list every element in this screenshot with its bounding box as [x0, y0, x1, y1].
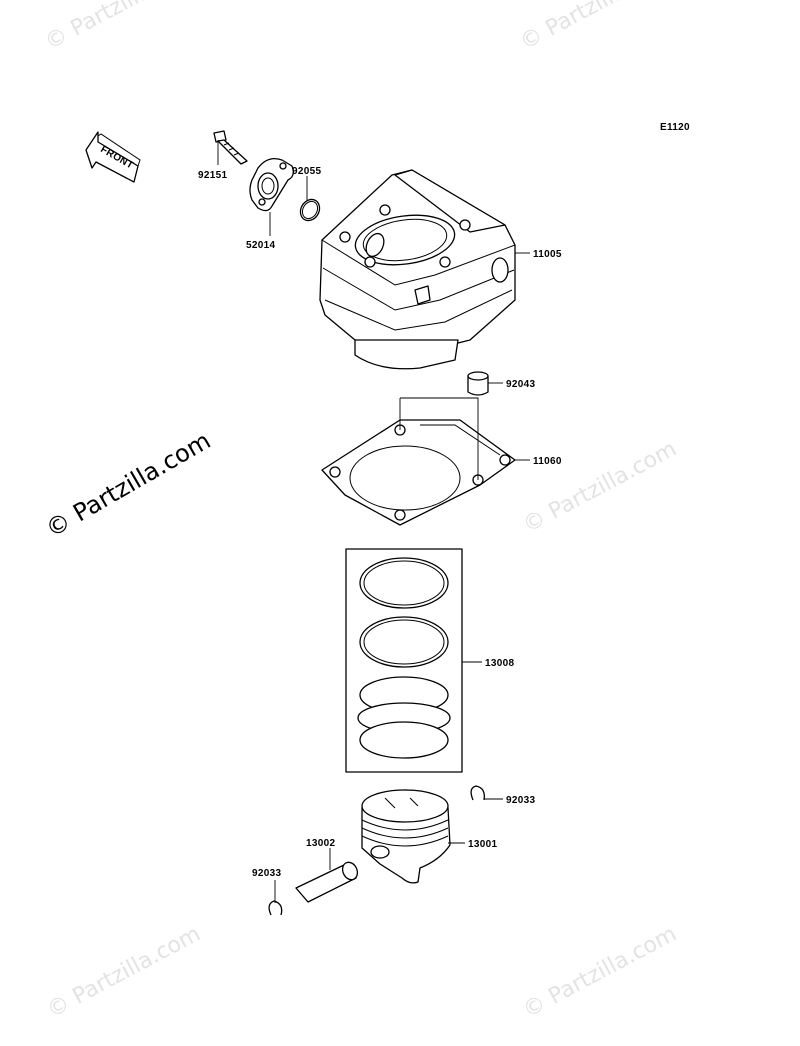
label-92151: 92151 [198, 170, 227, 181]
leader-lines [217, 140, 530, 903]
watermark-group: © Partzilla.com © Partzilla.com © Partzi… [41, 0, 681, 1023]
watermark-mid-right: © Partzilla.com [519, 437, 681, 539]
bolt-part [213, 130, 248, 165]
watermark-top-right: © Partzilla.com [516, 0, 678, 55]
water-outlet-part [249, 157, 294, 212]
label-13008: 13008 [485, 658, 514, 669]
circlip-left-part [268, 900, 283, 916]
dowel-pin-part [467, 371, 489, 396]
label-92055: 92055 [292, 166, 321, 177]
piston-pin-part [295, 861, 359, 903]
label-52014: 52014 [246, 240, 275, 251]
watermark-bottom-right: © Partzilla.com [519, 922, 681, 1024]
diagram-code: E1120 [660, 122, 690, 133]
label-13002: 13002 [306, 838, 335, 849]
watermark-top-left: © Partzilla.com [41, 0, 203, 55]
label-92033-left: 92033 [252, 868, 281, 879]
label-11060: 11060 [533, 456, 562, 467]
gasket-part [321, 419, 516, 526]
circlip-right-part [470, 785, 485, 801]
piston-part [361, 789, 451, 884]
label-92043: 92043 [506, 379, 535, 390]
o-ring-part [299, 198, 321, 222]
watermark-bottom-left: © Partzilla.com [43, 922, 205, 1024]
label-11005: 11005 [533, 249, 562, 260]
watermark-main: © Partzilla.com [41, 426, 215, 543]
front-arrow-icon: FRONT [85, 131, 141, 183]
label-13001: 13001 [468, 839, 497, 850]
piston-ring-set-part [345, 548, 463, 773]
cylinder-part [319, 169, 516, 370]
label-92033-right: 92033 [506, 795, 535, 806]
part-labels: 92151 92055 52014 11005 92043 11060 1300… [198, 166, 562, 879]
